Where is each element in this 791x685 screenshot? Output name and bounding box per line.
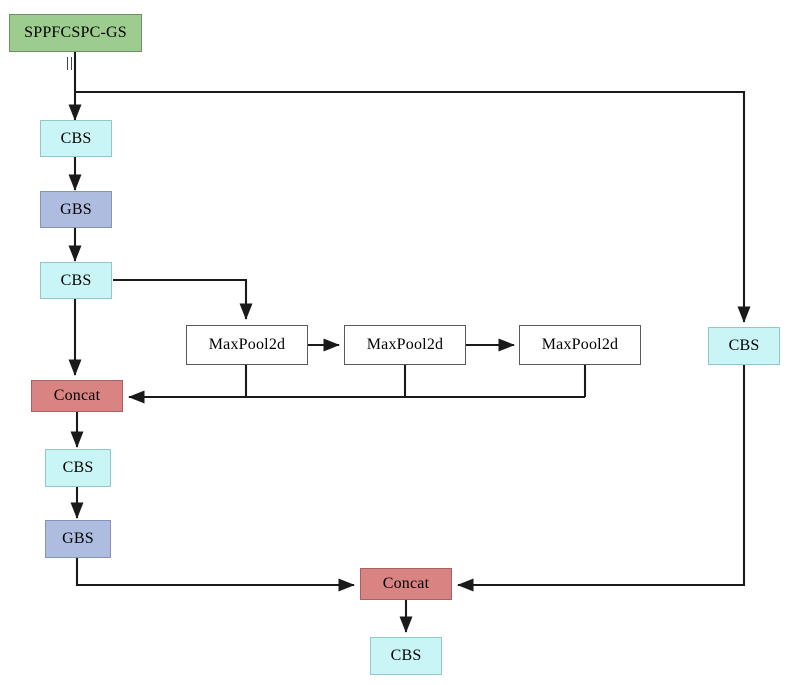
- edge-cbs2-to-maxpool1: [113, 278, 253, 320]
- edge-cbs-branch-to-concat2: [457, 365, 746, 592]
- edge-gbs2-to-concat2: [75, 558, 355, 592]
- node-concat-1[interactable]: Concat: [31, 380, 123, 412]
- node-cbs-out-label: CBS: [390, 647, 422, 664]
- node-cbs-out[interactable]: CBS: [370, 637, 442, 675]
- node-gbs-1[interactable]: GBS: [40, 191, 112, 228]
- node-maxpool2d-1[interactable]: MaxPool2d: [186, 325, 308, 365]
- node-maxpool2d-1-label: MaxPool2d: [208, 336, 286, 353]
- edge-split-to-right-column: [75, 90, 751, 323]
- node-concat-2[interactable]: Concat: [360, 568, 452, 600]
- edge-label-split: ||: [66, 55, 75, 71]
- node-concat-1-label: Concat: [53, 387, 101, 404]
- node-cbs-2[interactable]: CBS: [40, 262, 112, 299]
- node-gbs-1-label: GBS: [60, 200, 92, 218]
- node-cbs-branch[interactable]: CBS: [708, 327, 780, 365]
- node-cbs-1-label: CBS: [60, 129, 92, 147]
- node-maxpool2d-2-label: MaxPool2d: [366, 336, 444, 353]
- node-concat-2-label: Concat: [382, 575, 430, 592]
- node-cbs-3-label: CBS: [62, 459, 94, 476]
- node-cbs-3[interactable]: CBS: [45, 449, 111, 487]
- node-maxpool2d-3-label: MaxPool2d: [541, 336, 619, 353]
- node-cbs-branch-label: CBS: [728, 337, 760, 354]
- node-maxpool2d-3[interactable]: MaxPool2d: [519, 325, 641, 365]
- node-gbs-2-label: GBS: [62, 530, 94, 547]
- node-maxpool2d-2[interactable]: MaxPool2d: [344, 325, 466, 365]
- node-gbs-2[interactable]: GBS: [45, 520, 111, 558]
- node-sppfcspc-gs[interactable]: SPPFCSPC-GS: [9, 14, 142, 52]
- node-sppfcspc-gs-label: SPPFCSPC-GS: [24, 24, 127, 41]
- node-cbs-1[interactable]: CBS: [40, 120, 112, 157]
- node-cbs-2-label: CBS: [60, 271, 92, 289]
